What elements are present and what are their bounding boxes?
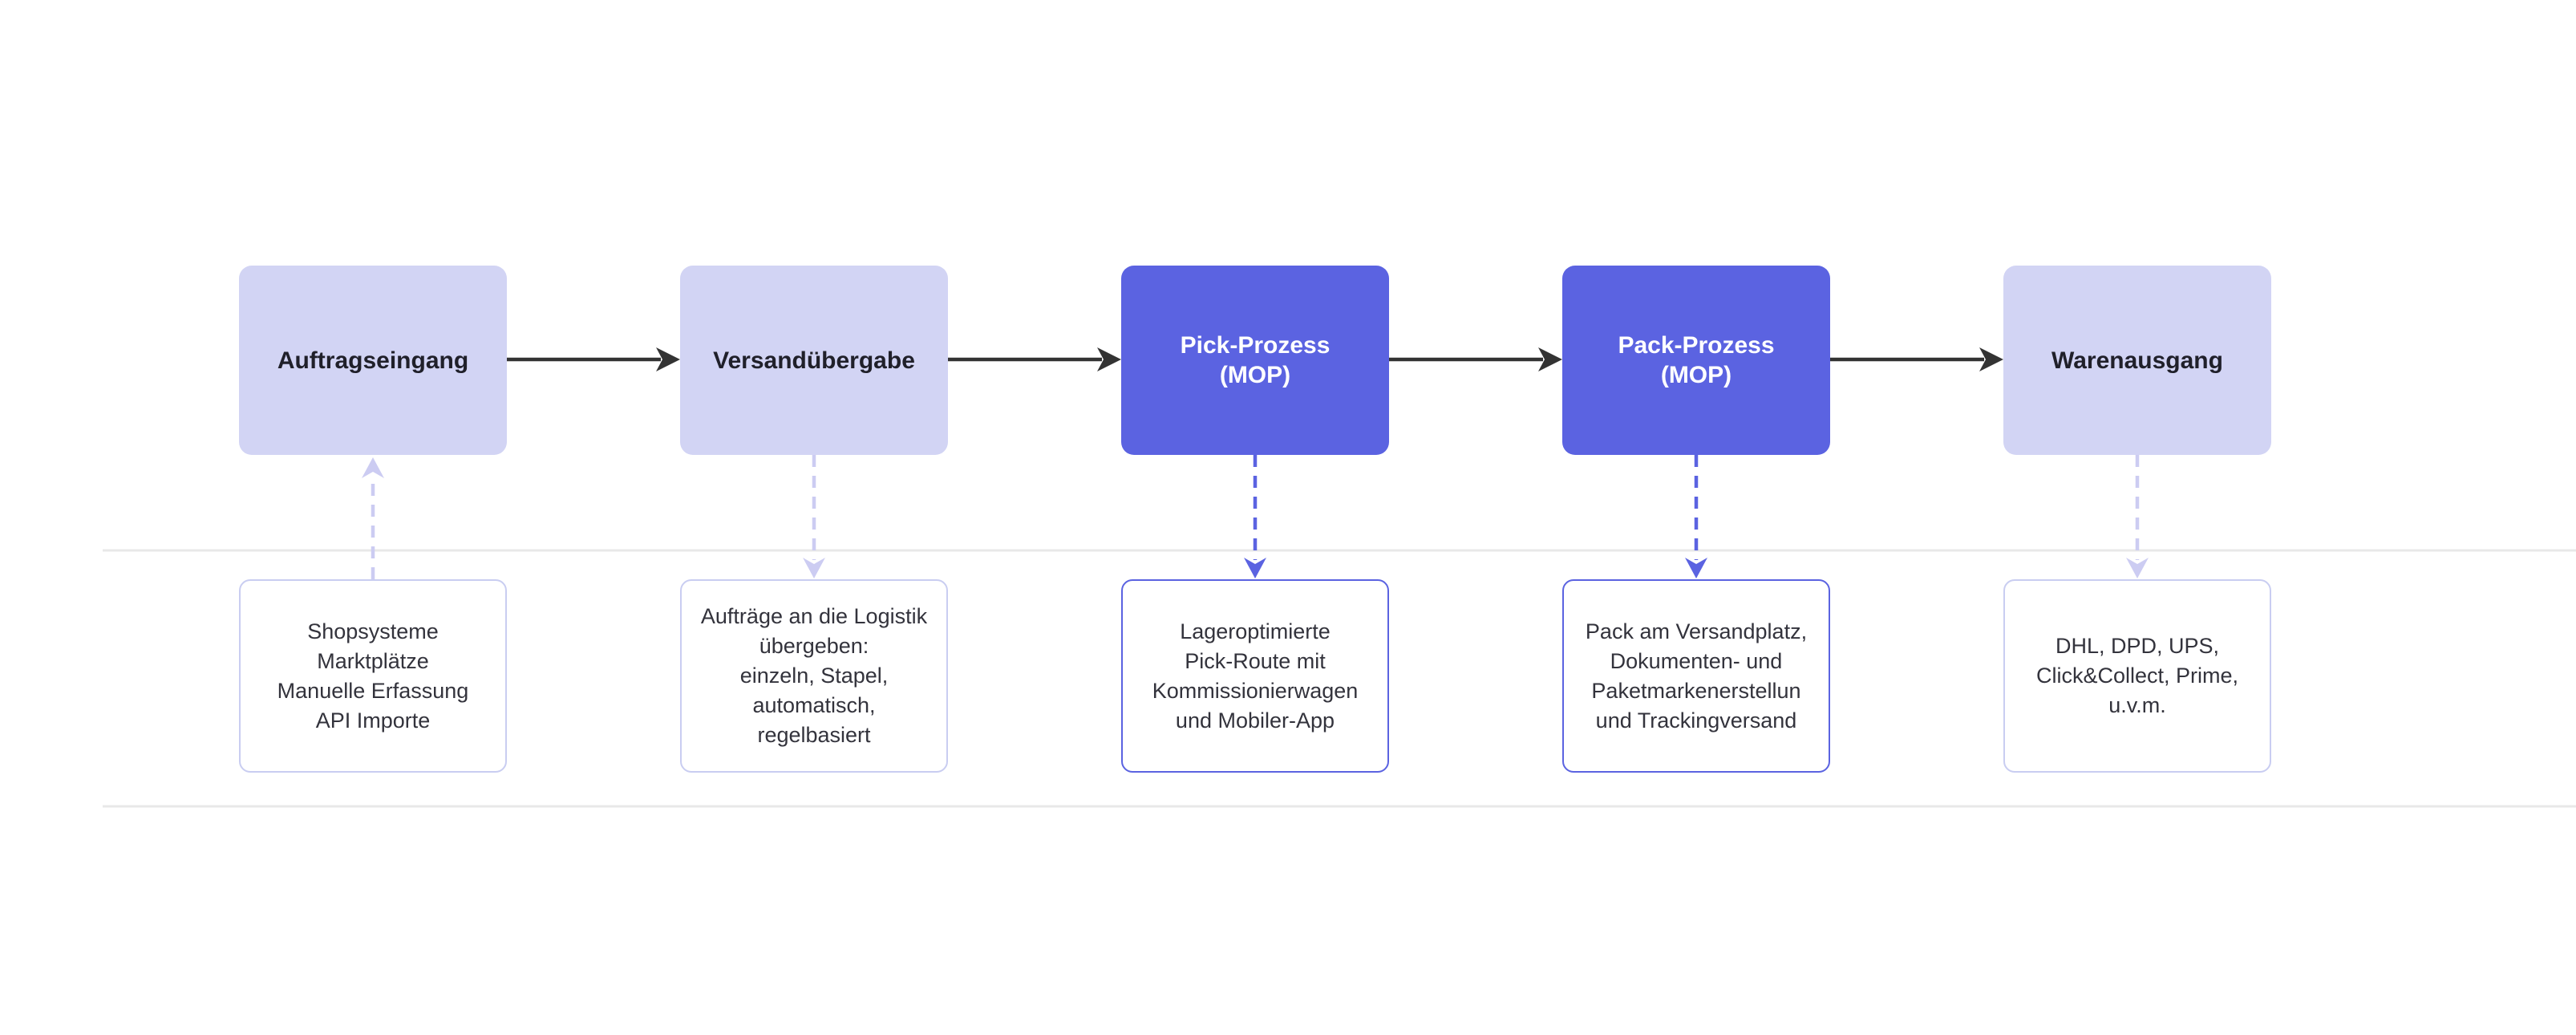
detail-box-warenausgang: DHL, DPD, UPS, Click&Collect, Prime, u.v… [2003,579,2271,773]
arrowhead-right-icon [1097,347,1121,371]
flow-arrow-2-3 [948,347,1121,371]
detail-text: DHL, DPD, UPS, Click&Collect, Prime, u.v… [2035,634,2239,717]
stage-label: Versandübergabe [713,347,915,374]
arrowhead-up-icon [362,457,384,478]
stage-label: Pick-Prozess (MOP) [1180,332,1331,388]
arrowhead-down-icon [1685,558,1707,578]
stage-box-auftragseingang: Auftragseingang [239,266,507,455]
stage-label: Auftragseingang [277,347,469,374]
detail-box-pack-prozess: Pack am Versandplatz, Dokumenten- und Pa… [1562,579,1830,773]
detail-box-pick-prozess: Lageroptimierte Pick-Route mit Kommissio… [1121,579,1389,773]
stage-box-pack-prozess: Pack-Prozess (MOP) [1562,266,1830,455]
detail-text: Aufträge an die Logistik übergeben: einz… [700,604,928,747]
stage-box-pick-prozess: Pick-Prozess (MOP) [1121,266,1389,455]
dashed-arrow-down-pack-prozess [1685,455,1707,578]
dashed-arrow-up-auftragseingang [362,457,384,579]
detail-box-versanduebergabe: Aufträge an die Logistik übergeben: einz… [680,579,948,773]
arrowhead-down-icon [2126,558,2149,578]
stage-box-warenausgang: Warenausgang [2003,266,2271,455]
detail-text: Pack am Versandplatz, Dokumenten- und Pa… [1585,619,1808,733]
arrowhead-down-icon [803,558,825,578]
dashed-arrow-down-versanduebergabe [803,455,825,578]
stage-box-versanduebergabe: Versandübergabe [680,266,948,455]
flow-arrow-3-4 [1389,347,1562,371]
stage-label: Pack-Prozess (MOP) [1618,332,1775,388]
flow-arrow-4-5 [1830,347,2003,371]
flow-arrow-1-2 [507,347,680,371]
arrowhead-right-icon [1538,347,1562,371]
detail-box-auftragseingang: Shopsysteme Marktplätze Manuelle Erfassu… [239,579,507,773]
stage-label: Warenausgang [2051,347,2223,374]
detail-text: Shopsysteme Marktplätze Manuelle Erfassu… [277,619,469,733]
arrowhead-down-icon [1244,558,1266,578]
detail-text: Lageroptimierte Pick-Route mit Kommissio… [1152,619,1359,733]
arrowhead-right-icon [1979,347,2003,371]
dashed-arrow-down-pick-prozess [1244,455,1266,578]
dashed-arrow-down-warenausgang [2126,455,2149,578]
arrowhead-right-icon [656,347,680,371]
